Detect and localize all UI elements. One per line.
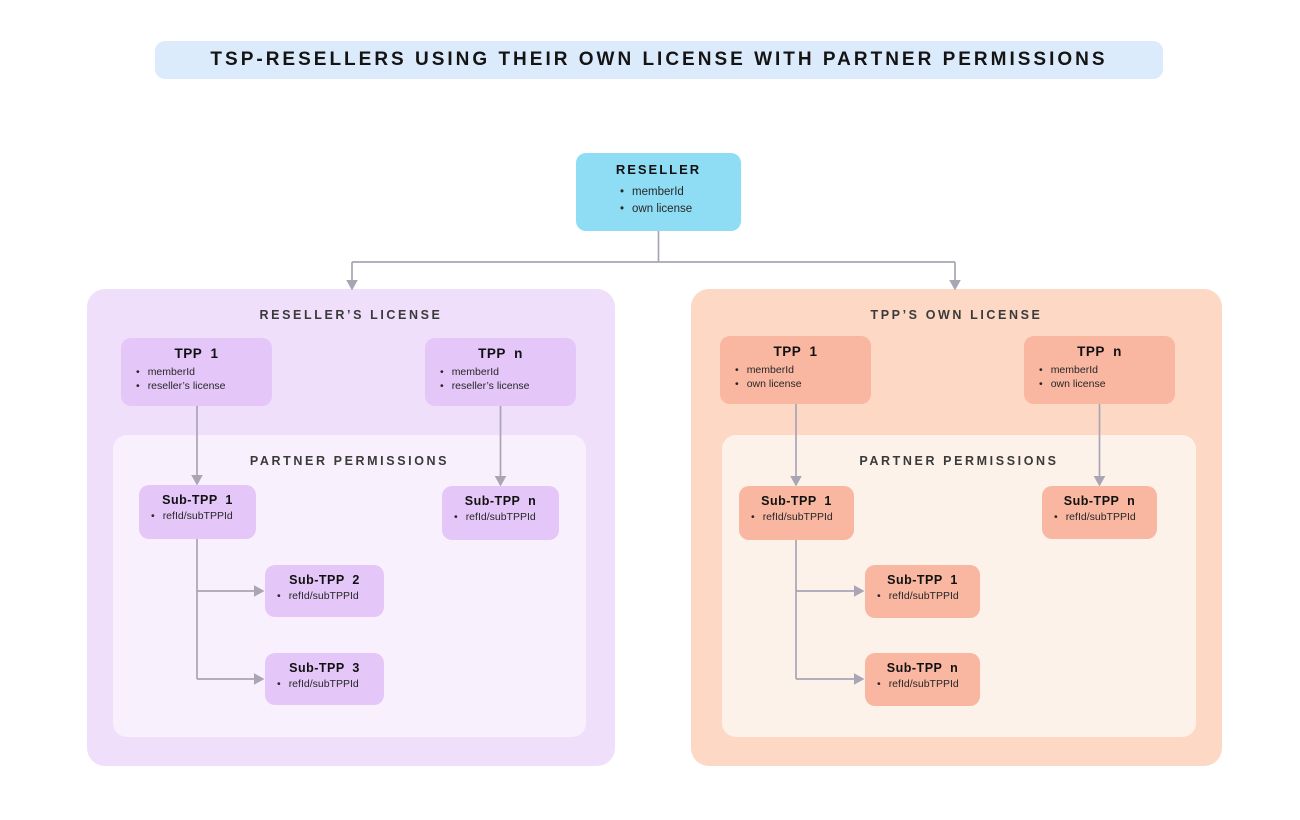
bullet-item: own license xyxy=(620,201,741,218)
right-partner-permissions-header: PARTNER PERMISSIONS xyxy=(859,454,1059,468)
bullet-item: refId/subTPPId xyxy=(151,510,256,523)
node-bullets: refId/subTPPId xyxy=(265,678,384,691)
node-title: TPP n xyxy=(478,346,523,361)
node-title: Sub-TPP n xyxy=(886,661,959,675)
page-title: TSP-RESELLERS USING THEIR OWN LICENSE WI… xyxy=(210,49,1108,70)
right-tpp-1-node: TPP 1 memberId own license xyxy=(720,336,871,404)
left-sub-tpp-2-node: Sub-TPP 2 refId/subTPPId xyxy=(265,565,384,617)
right-tppn-arrowhead-icon xyxy=(1093,476,1106,487)
title-banner: TSP-RESELLERS USING THEIR OWN LICENSE WI… xyxy=(155,41,1163,79)
bullet-item: refId/subTPPId xyxy=(877,678,980,691)
right-drop-arrowhead-icon xyxy=(949,280,961,291)
right-sub-tpp-nb-node: Sub-TPP n refId/subTPPId xyxy=(865,653,980,706)
reseller-node-title: RESELLER xyxy=(615,162,702,177)
node-bullets: memberId reseller’s license xyxy=(425,366,576,393)
node-bullets: memberId own license xyxy=(1024,364,1175,391)
reseller-node: RESELLER memberId own license xyxy=(576,153,741,231)
left-drop-arrowhead-icon xyxy=(346,280,358,291)
node-title: TPP 1 xyxy=(773,344,818,359)
node-title: Sub-TPP n xyxy=(464,494,537,508)
bullet-item: memberId xyxy=(136,366,272,380)
bullet-item: refId/subTPPId xyxy=(751,511,854,524)
right-sub-tpp-1b-node: Sub-TPP 1 refId/subTPPId xyxy=(865,565,980,618)
node-title: Sub-TPP 1 xyxy=(887,573,958,587)
node-title: Sub-TPP 1 xyxy=(162,493,233,507)
left-partner-permissions-header: PARTNER PERMISSIONS xyxy=(249,454,450,468)
node-bullets: memberId own license xyxy=(720,364,871,391)
tpps-own-license-panel-header: TPP’S OWN LICENSE xyxy=(870,308,1043,322)
bullet-item: reseller’s license xyxy=(440,380,576,394)
node-title: Sub-TPP n xyxy=(1063,494,1136,508)
node-bullets: refId/subTPPId xyxy=(739,511,854,524)
left-sub-tpp-n-node: Sub-TPP n refId/subTPPId xyxy=(442,486,559,540)
left-sub-tpp-3-node: Sub-TPP 3 refId/subTPPId xyxy=(265,653,384,705)
bullet-item: memberId xyxy=(440,366,576,380)
left-tppn-arrowhead-icon xyxy=(494,476,507,487)
reseller-node-bullets: memberId own license xyxy=(576,184,741,218)
right-sub-tpp-n-node: Sub-TPP n refId/subTPPId xyxy=(1042,486,1157,539)
node-title: TPP n xyxy=(1077,344,1122,359)
node-title: Sub-TPP 2 xyxy=(289,573,360,587)
bullet-item: own license xyxy=(735,378,871,392)
node-bullets: refId/subTPPId xyxy=(265,590,384,603)
node-bullets: memberId reseller’s license xyxy=(121,366,272,393)
left-branch-sub2-arrowhead-icon xyxy=(254,585,265,597)
left-tpp-1-node: TPP 1 memberId reseller’s license xyxy=(121,338,272,406)
node-title: Sub-TPP 1 xyxy=(761,494,832,508)
node-bullets: refId/subTPPId xyxy=(865,678,980,691)
node-title: TPP 1 xyxy=(174,346,219,361)
node-title: Sub-TPP 3 xyxy=(289,661,360,675)
bullet-item: memberId xyxy=(1039,364,1175,378)
bullet-item: refId/subTPPId xyxy=(1054,511,1157,524)
node-bullets: refId/subTPPId xyxy=(442,511,559,524)
bullet-item: refId/subTPPId xyxy=(454,511,559,524)
right-tpp1-arrowhead-icon xyxy=(790,476,802,487)
left-branch-sub3-arrowhead-icon xyxy=(254,673,265,685)
resellers-license-panel-header: RESELLER’S LICENSE xyxy=(259,308,443,322)
bullet-item: reseller’s license xyxy=(136,380,272,394)
left-tpp1-arrowhead-icon xyxy=(191,475,203,486)
right-branch-sub1b-arrowhead-icon xyxy=(854,585,865,597)
node-bullets: refId/subTPPId xyxy=(1042,511,1157,524)
right-sub-tpp-1-node: Sub-TPP 1 refId/subTPPId xyxy=(739,486,854,540)
right-tpp-n-node: TPP n memberId own license xyxy=(1024,336,1175,404)
left-tpp-n-node: TPP n memberId reseller’s license xyxy=(425,338,576,406)
bullet-item: refId/subTPPId xyxy=(877,590,980,603)
node-bullets: refId/subTPPId xyxy=(139,510,256,523)
bullet-item: own license xyxy=(1039,378,1175,392)
bullet-item: memberId xyxy=(620,184,741,201)
left-sub-tpp-1-node: Sub-TPP 1 refId/subTPPId xyxy=(139,485,256,539)
bullet-item: memberId xyxy=(735,364,871,378)
node-bullets: refId/subTPPId xyxy=(865,590,980,603)
bullet-item: refId/subTPPId xyxy=(277,590,384,603)
bullet-item: refId/subTPPId xyxy=(277,678,384,691)
right-branch-subnb-arrowhead-icon xyxy=(854,673,865,685)
